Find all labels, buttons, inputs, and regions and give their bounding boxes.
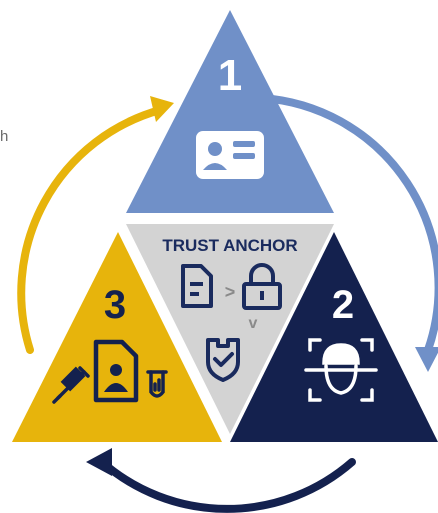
document-icon — [181, 264, 213, 308]
lock-icon — [242, 263, 282, 310]
arrow-right-glyph: > — [225, 282, 236, 302]
triangle-step-3: 3 — [12, 232, 222, 442]
test-tube-icon — [146, 370, 168, 398]
shield-check-icon — [206, 338, 240, 382]
cycle-arrow-right-to-left — [86, 448, 356, 513]
id-card-icon — [196, 131, 264, 179]
arrow-down-glyph: v — [249, 315, 258, 332]
step-3-number: 3 — [104, 283, 126, 327]
step-1-number: 1 — [218, 51, 242, 100]
cycle-arrow-top-to-right — [258, 94, 438, 372]
clipped-edge-text: h — [0, 128, 9, 145]
face-scan-icon — [304, 338, 378, 402]
triangle-step-1: 1 — [126, 10, 334, 213]
triangle-trust-anchor: TRUST ANCHOR > v — [126, 224, 334, 434]
syringe-icon — [52, 366, 90, 404]
triangle-step-2: 2 — [230, 232, 438, 442]
document-person-icon — [93, 339, 139, 403]
step-2-number: 2 — [332, 283, 354, 327]
cycle-arrow-left-to-top — [17, 96, 174, 354]
trust-anchor-title: TRUST ANCHOR — [162, 236, 297, 255]
